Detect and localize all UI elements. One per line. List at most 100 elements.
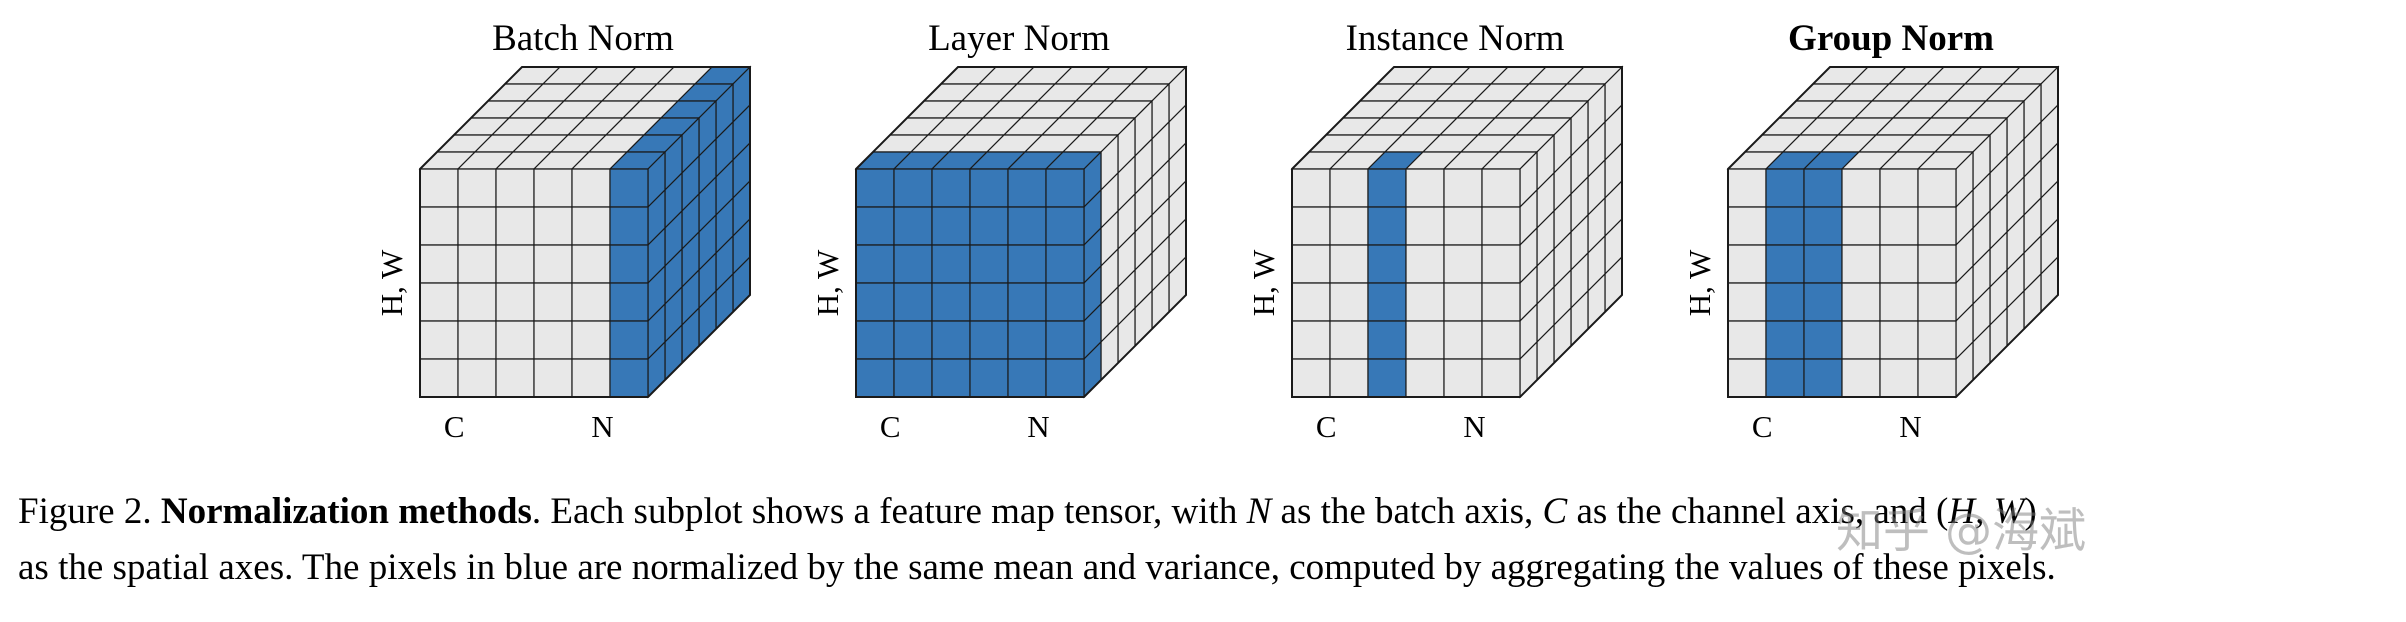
highlighted-cell [893, 168, 933, 208]
grid-cell [457, 282, 497, 322]
grid-cell [571, 244, 611, 284]
highlighted-cell [1007, 358, 1047, 398]
highlighted-cell [1007, 320, 1047, 360]
highlighted-cell [931, 358, 971, 398]
grid-cell [495, 206, 535, 246]
grid-cell [1291, 206, 1331, 246]
highlighted-cell [1803, 244, 1843, 284]
highlighted-cell [931, 168, 971, 208]
highlighted-cell [1803, 320, 1843, 360]
grid-cell [1481, 168, 1521, 208]
grid-cell [571, 206, 611, 246]
grid-cell [457, 244, 497, 284]
grid-cell [1917, 244, 1957, 284]
panel-title: Batch Norm [492, 18, 674, 59]
grid-cell [533, 358, 573, 398]
grid-cell [1443, 282, 1483, 322]
grid-cell [1329, 358, 1369, 398]
highlighted-cell [931, 282, 971, 322]
grid-cell [1917, 282, 1957, 322]
highlighted-cell [609, 282, 649, 322]
axis-label-c: C [880, 409, 901, 444]
highlighted-cell [969, 244, 1009, 284]
grid-cell [1481, 282, 1521, 322]
highlighted-cell [1367, 358, 1407, 398]
highlighted-cell [609, 168, 649, 208]
grid-cell [1917, 206, 1957, 246]
highlighted-cell [1367, 244, 1407, 284]
grid-cell [1405, 168, 1445, 208]
highlighted-cell [1007, 282, 1047, 322]
highlighted-cell [609, 206, 649, 246]
caption-segment: as the spatial axes. The pixels in blue … [18, 546, 2056, 588]
axis-label-hw: H, W [1682, 249, 1717, 316]
grid-cell [1291, 282, 1331, 322]
grid-cell [1405, 244, 1445, 284]
axis-label-hw: H, W [810, 249, 845, 316]
highlighted-cell [609, 244, 649, 284]
cube-outline [855, 66, 1187, 398]
highlighted-cell [893, 320, 933, 360]
grid-cell [1481, 244, 1521, 284]
grid-cell [1879, 358, 1919, 398]
axis-label-n: N [591, 409, 613, 444]
grid-cell [1879, 244, 1919, 284]
grid-cell [1405, 206, 1445, 246]
grid-cell [1481, 206, 1521, 246]
figure-caption: Figure 2. Normalization methods. Each su… [0, 484, 2406, 595]
caption-segment: as the channel axis, and ( [1567, 491, 1949, 532]
highlighted-cell [1045, 358, 1085, 398]
highlighted-cell [1765, 244, 1805, 284]
highlighted-cell [1045, 206, 1085, 246]
highlighted-cell [1765, 168, 1805, 208]
grid-cell [1291, 168, 1331, 208]
grid-cell [533, 320, 573, 360]
highlighted-cell [609, 358, 649, 398]
highlighted-cell [969, 206, 1009, 246]
highlighted-cell [893, 244, 933, 284]
grid-cell [495, 244, 535, 284]
highlighted-cell [1367, 168, 1407, 208]
axis-label-n: N [1463, 409, 1485, 444]
grid-cell [1443, 206, 1483, 246]
highlighted-cell [609, 320, 649, 360]
grid-cell [1841, 358, 1881, 398]
axis-label-c: C [1316, 409, 1337, 444]
caption-segment: as the batch axis, [1271, 491, 1543, 532]
highlighted-cell [855, 282, 895, 322]
grid-cell [533, 206, 573, 246]
grid-cell [419, 206, 459, 246]
highlighted-cell [969, 358, 1009, 398]
highlighted-cell [1007, 244, 1047, 284]
highlighted-cell [1803, 168, 1843, 208]
grid-cell [1443, 320, 1483, 360]
highlighted-cell [931, 206, 971, 246]
highlighted-cell [969, 320, 1009, 360]
axis-label-n: N [1899, 409, 1921, 444]
grid-cell [1329, 320, 1369, 360]
cube-outline [1727, 66, 2059, 398]
grid-cell [1841, 206, 1881, 246]
grid-cell [1481, 358, 1521, 398]
highlighted-cell [1803, 358, 1843, 398]
grid-cell [1329, 282, 1369, 322]
grid-cell [1405, 320, 1445, 360]
highlighted-cell [969, 168, 1009, 208]
grid-cell [495, 320, 535, 360]
grid-cell [1481, 320, 1521, 360]
highlighted-cell [1803, 206, 1843, 246]
grid-cell [1329, 168, 1369, 208]
highlighted-cell [1765, 206, 1805, 246]
grid-cell [1443, 244, 1483, 284]
grid-cell [1841, 320, 1881, 360]
caption-segment: . Each subplot shows a feature map tenso… [531, 491, 1247, 532]
caption-segment: C [1542, 491, 1568, 532]
